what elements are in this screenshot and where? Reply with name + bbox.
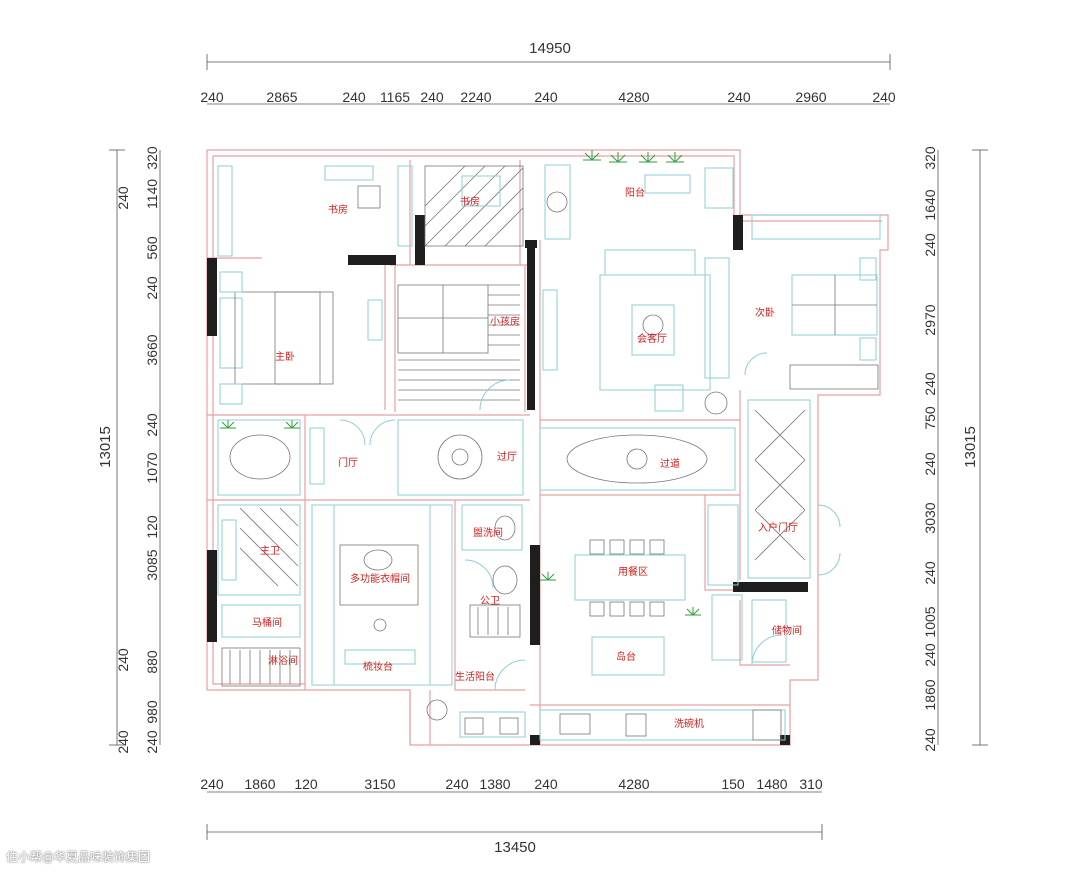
room-label-shower-room: 淋浴间 [268,654,298,667]
dim-bottom: 3150 [364,776,395,792]
dim-bottom: 310 [799,776,823,792]
room-labels: 书房 书房 阳台 主卧 小孩房 会客厅 次卧 门厅 过厅 过道 入户门厅 主卫 … [252,186,802,730]
left-dimension-labels: 320 1140 240 560 240 3660 240 1070 120 3… [115,146,160,754]
dim-top: 240 [200,89,224,105]
dim-right: 240 [922,233,938,257]
room-label-storage: 储物间 [772,624,802,637]
room-label-public-bath: 公卫 [480,596,500,607]
room-label-study-1: 书房 [328,203,348,216]
dim-bottom: 240 [200,776,224,792]
room-label-study-2: 书房 [460,195,480,208]
dim-bottom: 1860 [244,776,275,792]
dim-right: 750 [922,406,938,430]
dimension-lines [109,54,988,840]
dim-top: 2240 [460,89,491,105]
dim-bottom-total: 13450 [494,839,536,856]
dim-left: 1070 [144,452,160,483]
dim-bottom: 4280 [618,776,649,792]
dim-right: 240 [922,372,938,396]
dim-right: 2970 [922,304,938,335]
room-label-dresser: 梳妆台 [363,660,393,673]
dim-left: 320 [144,146,160,170]
room-label-kids-room: 小孩房 [490,315,520,328]
dim-left: 1140 [144,179,160,209]
solid-walls [207,215,808,745]
room-label-balcony: 阳台 [625,186,645,199]
dim-left: 3660 [144,334,160,365]
dim-left: 560 [144,236,160,260]
room-label-dishwasher: 洗碗机 [674,717,704,730]
dim-right: 320 [922,146,938,170]
dim-top-total: 14950 [529,40,571,57]
room-label-entrance-hall: 入户门厅 [758,521,798,534]
dim-top: 240 [727,89,751,105]
room-label-utility-balcony: 生活阳台 [455,670,495,683]
dim-top: 240 [872,89,896,105]
dim-right: 1005 [922,606,938,637]
dim-bottom: 150 [721,776,745,792]
room-label-master-bath: 主卫 [260,545,280,557]
dim-left: 980 [144,700,160,724]
room-label-wash-room: 盥洗间 [473,526,503,539]
dim-bottom: 240 [445,776,469,792]
dim-top: 240 [420,89,444,105]
dim-bottom: 1380 [479,776,510,792]
dim-top: 2960 [795,89,826,105]
room-label-island: 岛台 [616,650,636,663]
furniture [217,164,881,741]
dim-left: 240 [115,648,131,672]
dim-left: 240 [115,186,131,210]
room-label-second-bedroom: 次卧 [755,306,775,319]
dim-right: 1860 [922,679,938,710]
room-label-toilet-room: 马桶间 [252,616,282,629]
bottom-dimension-labels: 240 1860 120 3150 240 1380 240 4280 150 … [200,776,823,792]
dim-left: 120 [144,515,160,539]
dim-left: 240 [144,276,160,300]
dim-left: 3085 [144,549,160,580]
dim-right: 3030 [922,502,938,533]
room-label-walkin-closet: 多功能衣帽间 [350,572,410,585]
dim-right: 240 [922,643,938,667]
dim-top: 2865 [266,89,297,105]
room-label-hall: 过厅 [497,450,517,463]
dim-right: 240 [922,728,938,752]
room-label-master-bedroom: 主卧 [275,350,295,363]
dim-bottom: 120 [294,776,318,792]
room-label-foyer: 门厅 [338,456,358,469]
dim-top: 1165 [380,89,410,105]
dim-right: 1640 [922,189,938,220]
room-label-living-room: 会客厅 [637,332,667,345]
dim-top: 4280 [618,89,649,105]
dim-left: 240 [115,730,131,754]
right-dimension-labels: 320 1640 240 2970 240 750 240 3030 240 1… [922,146,938,752]
dim-left: 240 [144,413,160,437]
room-label-corridor: 过道 [660,457,680,470]
dim-bottom: 1480 [756,776,787,792]
dim-right: 240 [922,561,938,585]
top-dimension-labels: 240 2865 240 1165 240 2240 240 4280 240 … [200,89,896,105]
dim-right-total: 13015 [962,426,979,468]
plants [220,150,701,616]
dim-right: 240 [922,452,938,476]
dim-left: 240 [144,730,160,754]
dim-left: 880 [144,650,160,674]
dim-top: 240 [342,89,366,105]
room-label-dining: 用餐区 [618,565,648,578]
dim-bottom: 240 [534,776,558,792]
dim-left-total: 13015 [97,426,114,468]
watermark: 住小帮@华夏品味装饰集团 [6,850,151,864]
dim-top: 240 [534,89,558,105]
